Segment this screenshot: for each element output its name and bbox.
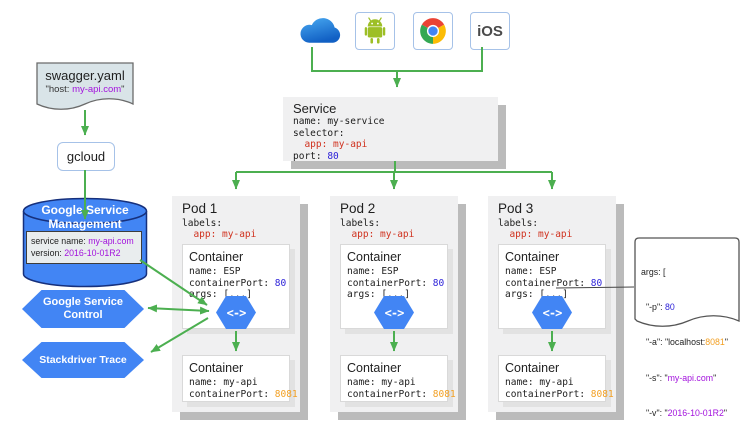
service-fanout-line [236, 161, 552, 173]
gcloud-label: gcloud [66, 149, 106, 164]
chrome-icon [420, 18, 446, 44]
swagger-yaml-doc: swagger.yaml "host: my-api.com" [36, 62, 134, 116]
pod-3: Pod 3 labels: app: my-api Container name… [488, 196, 616, 412]
service-name-line: name: my-service [293, 116, 385, 127]
api-container-card: Container name: my-api containerPort: 80… [340, 355, 456, 402]
service-control-hexagon: Google Service Control [22, 290, 144, 328]
pod-title: Pod 3 [498, 201, 534, 216]
pod-title: Pod 2 [340, 201, 376, 216]
ios-icon: iOS [477, 22, 503, 40]
service-management-cylinder: Google Service Management service name: … [22, 197, 148, 289]
service-card: Service name: my-service selector: app: … [283, 97, 498, 162]
gcloud-box: gcloud [57, 142, 115, 171]
esp-container-card: Container name: ESP containerPort: 80 ar… [498, 244, 606, 329]
pod-1: Pod 1 labels: app: my-api Container name… [172, 196, 300, 412]
service-config-box: service name: my-api.com version: 2016-1… [26, 231, 142, 264]
swagger-title: swagger.yaml [45, 68, 125, 83]
api-container-card: Container name: my-api containerPort: 80… [182, 355, 298, 402]
swagger-host-line: "host: my-api.com" [45, 84, 125, 95]
pod-2: Pod 2 labels: app: my-api Container name… [330, 196, 458, 412]
service-control-label: Google Service [42, 296, 124, 308]
stackdriver-trace-label: Stackdriver Trace [39, 353, 127, 366]
ios-client-box: iOS [470, 12, 510, 50]
args-open: args: [ [641, 266, 666, 277]
cloud-endpoints-icon: <-> [532, 296, 572, 329]
cloud-icon [300, 18, 341, 43]
service-management-title: Google Service [41, 203, 129, 217]
args-note: args: [ "-p": 80 "-a": "localhost:8081" … [634, 237, 740, 418]
android-client-box [355, 12, 395, 50]
android-icon [364, 17, 386, 44]
esp-container-card: Container name: ESP containerPort: 80 ar… [340, 244, 448, 329]
api-container-card: Container name: my-api containerPort: 80… [498, 355, 614, 402]
service-title: Service [293, 101, 337, 116]
chrome-client-box [413, 12, 453, 50]
pod-title: Pod 1 [182, 201, 218, 216]
stackdriver-trace-hexagon: Stackdriver Trace [22, 342, 144, 378]
cloud-endpoints-icon: <-> [216, 296, 256, 329]
clients-bracket-line [311, 47, 483, 72]
